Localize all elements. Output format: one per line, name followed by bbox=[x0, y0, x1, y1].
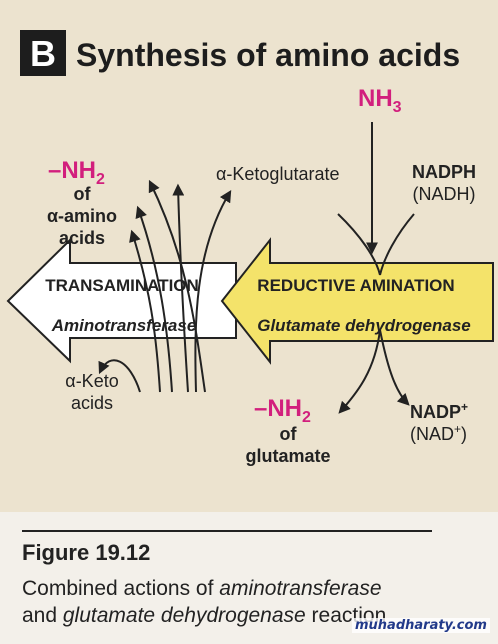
nh3-label: NH3 bbox=[358, 85, 402, 116]
nh2-amino-line3: acids bbox=[59, 228, 105, 248]
nh2-amino-of: of bbox=[74, 184, 92, 204]
nh2-amino-label: –NH2 bbox=[48, 157, 105, 188]
nadh-label: (NADH) bbox=[413, 184, 476, 204]
diagram-canvas: B Synthesis of amino acids NH3 –NH2 of α… bbox=[6, 30, 494, 466]
badge-letter: B bbox=[30, 33, 56, 74]
aminotransferase-label: Aminotransferase bbox=[51, 316, 197, 335]
nadph-label: NADPH bbox=[412, 162, 476, 182]
reductive-amination-arrow bbox=[220, 237, 494, 365]
watermark-logo: muhadharaty.com bbox=[352, 618, 490, 633]
nh2-glutamate-label: –NH2 bbox=[254, 395, 311, 426]
caption-text: Combined actions of bbox=[22, 577, 220, 600]
nh2-glutamate-of: of bbox=[280, 424, 298, 444]
caption-line-2: and glutamate dehydrogenase reaction bbox=[22, 604, 386, 628]
diagram-title: Synthesis of amino acids bbox=[76, 37, 460, 73]
transamination-arrow bbox=[6, 237, 237, 364]
reductive-amination-curves bbox=[337, 122, 415, 414]
keto-acids-line2: acids bbox=[71, 393, 113, 413]
reductive-amination-title: REDUCTIVE AMINATION bbox=[257, 276, 454, 295]
keto-acids-line1: α-Keto bbox=[65, 371, 118, 391]
caption-enzyme: aminotransferase bbox=[219, 577, 382, 600]
figure-number: Figure 19.12 bbox=[22, 540, 151, 565]
ketoglutarate-label: α-Ketoglutarate bbox=[216, 164, 339, 184]
diagram-panel bbox=[0, 0, 498, 512]
transamination-curves bbox=[98, 179, 232, 393]
nad-label: (NAD+) bbox=[410, 422, 467, 444]
caption-text: and bbox=[22, 604, 63, 627]
caption-rule bbox=[22, 530, 432, 532]
nh2-amino-line2: α-amino bbox=[47, 206, 117, 226]
caption-enzyme: glutamate dehydrogenase bbox=[62, 604, 306, 627]
caption-line-1: Combined actions of aminotransferase bbox=[22, 577, 382, 601]
nh2-glutamate-line2: glutamate bbox=[245, 446, 330, 466]
glutamate-dehydrogenase-label: Glutamate dehydrogenase bbox=[257, 316, 471, 335]
transamination-title: TRANSAMINATION bbox=[45, 276, 199, 295]
nadp-label: NADP+ bbox=[410, 400, 468, 422]
badge-box bbox=[20, 30, 66, 76]
